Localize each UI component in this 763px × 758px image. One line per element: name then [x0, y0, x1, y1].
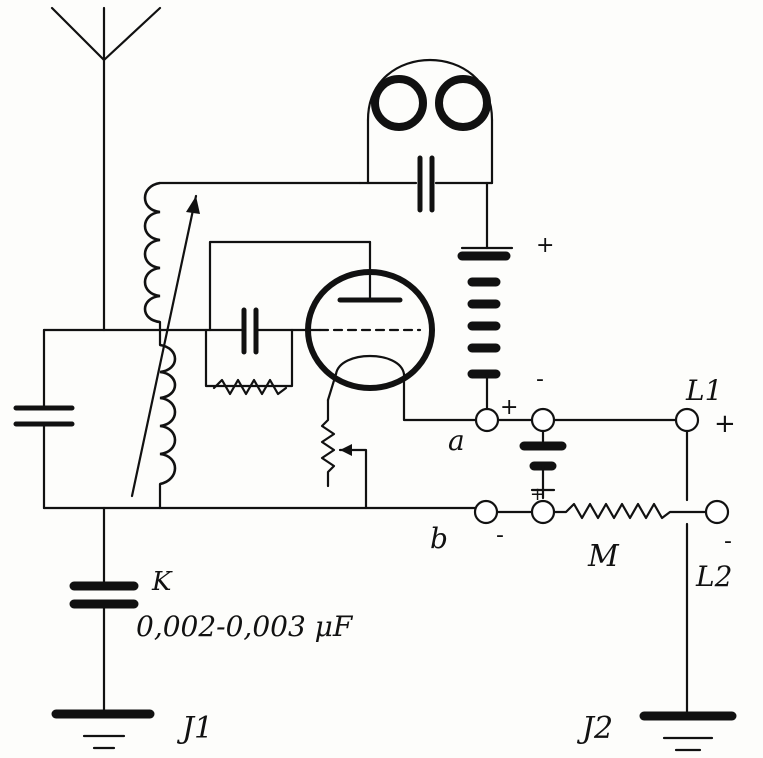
plate-battery — [457, 181, 514, 410]
ground-left-label: J1 — [176, 711, 213, 746]
terminal-a[interactable] — [474, 407, 500, 433]
terminal-a-plus-sign: + — [500, 395, 518, 420]
terminal-L1-label: L1 — [685, 374, 722, 407]
capacitor-value-label: 0,002-0,003 μF — [136, 610, 354, 643]
terminal-L2-minus-sign: - — [724, 529, 732, 554]
resistor-M-label: M — [587, 539, 620, 574]
variometer-coils — [130, 181, 362, 510]
terminal-L1[interactable] — [674, 407, 700, 433]
grid-battery-plus-sign: + — [530, 484, 545, 505]
terminal-L2[interactable] — [704, 499, 730, 525]
ground-right-icon — [639, 711, 737, 752]
terminal-b-label: b — [430, 522, 448, 555]
headphones — [366, 59, 494, 185]
terminal-a-minus-sign: - — [536, 367, 544, 392]
grid-capacitor — [158, 307, 322, 396]
capacitor-K-label: K — [151, 567, 173, 597]
headphone-bypass-capacitor — [358, 155, 494, 213]
terminal-b-minus[interactable] — [530, 499, 556, 525]
terminal-L2-label: L2 — [695, 560, 732, 593]
ground-right-label: J2 — [576, 711, 613, 746]
terminal-a-minus[interactable] — [530, 407, 556, 433]
vacuum-tube — [208, 240, 489, 422]
terminal-a-label: a — [448, 424, 465, 457]
plate-battery-plus: + — [536, 233, 554, 258]
filament-rheostat — [320, 398, 368, 510]
terminal-L1-plus-sign: + — [714, 409, 736, 439]
tuning-capacitor — [13, 328, 482, 510]
antenna-symbol — [50, 6, 162, 332]
terminal-b-minus-sign: - — [496, 523, 504, 548]
ground-left-icon — [51, 709, 155, 750]
output-network — [495, 418, 708, 714]
terminal-b[interactable] — [473, 499, 499, 525]
ground-capacitor-K — [69, 506, 139, 714]
